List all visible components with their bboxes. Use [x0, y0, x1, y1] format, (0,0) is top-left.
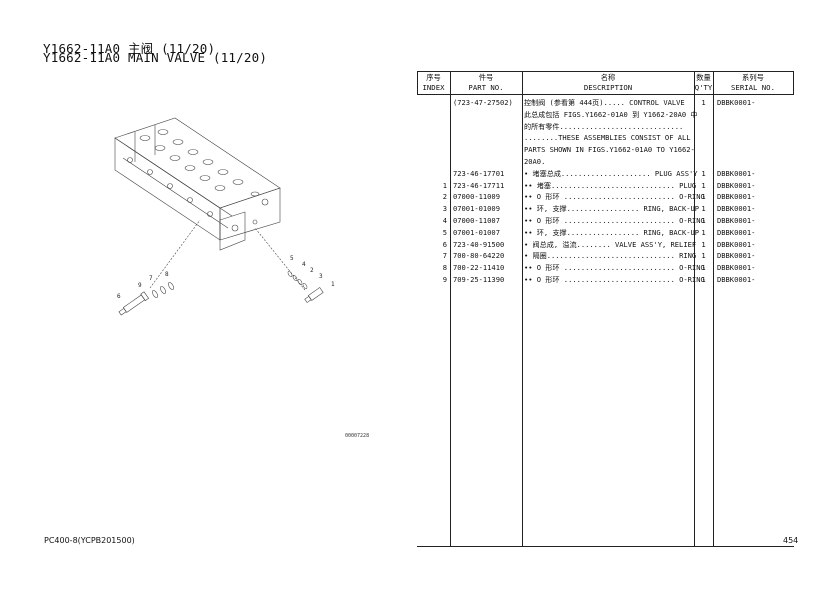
page-title-en: Y1662-11A0 MAIN VALVE (11/20): [43, 50, 268, 65]
row-index: 3: [442, 204, 447, 214]
row-description: •• 环, 支撑................. RING, BACK-UP: [524, 227, 700, 237]
row-serial: DBBK0001-: [717, 98, 756, 107]
callout-9: 9: [138, 282, 142, 289]
header-desc-en: DESCRIPTION: [583, 83, 633, 92]
row-part-number: 07000-11009: [453, 192, 500, 202]
row-quantity: 1: [701, 98, 706, 107]
row-part-number: (723-47-27502): [453, 98, 513, 107]
header-qty-en: Q'TY: [694, 83, 713, 92]
row-description: PARTS SHOWN IN FIGS.Y1662-01A0 TO Y1662-: [524, 145, 695, 155]
row-serial: DBBK0001-: [717, 180, 756, 190]
row-description: • 阀总成, 溢流........ VALVE ASS'Y, RELIEF: [524, 239, 697, 249]
header-desc-cn: 名称: [600, 73, 616, 82]
row-quantity: 1: [701, 204, 706, 214]
row-description: 20A0.: [524, 157, 546, 166]
row-part-number: 700-22-11410: [453, 263, 505, 273]
row-part-number: 723-46-17711: [453, 180, 505, 190]
header-part-cn: 件号: [478, 73, 494, 82]
row-quantity: 1: [701, 263, 706, 273]
row-part-number: 709-25-11390: [453, 275, 505, 284]
row-quantity: 1: [701, 168, 706, 178]
row-index: 7: [442, 251, 447, 261]
header-serial-en: SERIAL NO.: [731, 83, 775, 92]
row-index: 9: [442, 275, 447, 284]
row-part-number: 07001-01009: [453, 204, 500, 214]
row-quantity: 1: [701, 239, 706, 249]
row-serial: DBBK0001-: [717, 275, 756, 284]
row-index: 4: [442, 216, 447, 225]
row-description: •• O 形环 .......................... O-RIN…: [524, 275, 705, 284]
row-quantity: 1: [701, 227, 706, 237]
page-title-cn: Y1662-11A0 主阀 (11/20): [43, 41, 216, 56]
row-description: 控制阀 (参看第 444页)..... CONTROL VALVE: [524, 98, 685, 107]
row-serial: DBBK0001-: [717, 192, 756, 202]
row-index: 5: [442, 227, 447, 237]
row-serial: DBBK0001-: [717, 204, 756, 214]
header-part-en: PART NO.: [468, 83, 504, 92]
callout-7: 7: [149, 275, 153, 282]
row-index: 6: [442, 239, 447, 249]
parts-table: 序号 INDEX 件号 PART NO. 名称 DESCRIPTION 数量 Q…: [417, 71, 794, 547]
header-serial-cn: 系列号: [742, 73, 764, 82]
row-serial: DBBK0001-: [717, 227, 756, 237]
row-serial: DBBK0001-: [717, 251, 756, 261]
row-serial: DBBK0001-: [717, 263, 756, 273]
figure-code: 00007228: [345, 433, 370, 439]
row-description: •• O 形环 .......................... O-RIN…: [524, 216, 705, 225]
row-description: 此总成包括 FIGS.Y1662-01A0 到 Y1662-20A0 中: [524, 109, 698, 119]
callout-5: 5: [290, 255, 294, 262]
valve-body-front: [114, 137, 221, 241]
row-part-number: 700-80-64220: [453, 251, 505, 261]
header-qty-cn: 数量: [696, 73, 711, 82]
machine-model: PC400-8(YCPB201500): [44, 536, 135, 545]
row-quantity: 1: [701, 180, 706, 190]
callout-4: 4: [302, 261, 306, 268]
row-part-number: 723-46-17701: [453, 168, 505, 178]
row-quantity: 1: [701, 216, 706, 225]
valve-body-top: [114, 117, 281, 209]
row-description: • 隔圈.............................. RING: [524, 251, 697, 261]
row-quantity: 1: [701, 275, 706, 284]
row-description: •• O 形环 .......................... O-RIN…: [524, 263, 705, 273]
row-description: •• 堵塞............................. PLUG: [524, 180, 697, 190]
row-quantity: 1: [701, 192, 706, 202]
row-description: • 堵塞总成..................... PLUG ASS'Y: [524, 168, 698, 178]
header-index-en: INDEX: [422, 83, 445, 92]
callout-1: 1: [331, 281, 335, 288]
row-part-number: 07001-01007: [453, 227, 500, 237]
callout-3: 3: [319, 273, 323, 280]
main-valve-drawing: 1 2 3 4 5 6 7 8 9: [114, 117, 335, 316]
row-serial: DBBK0001-: [717, 168, 756, 178]
callout-6: 6: [117, 293, 121, 300]
callout-8: 8: [165, 271, 169, 278]
row-serial: DBBK0001-: [717, 216, 756, 225]
header-index-cn: 序号: [426, 73, 441, 82]
row-serial: DBBK0001-: [717, 239, 756, 249]
row-part-number: 07000-11007: [453, 216, 500, 225]
row-part-number: 723-40-91500: [453, 239, 505, 249]
row-index: 8: [442, 263, 447, 273]
row-quantity: 1: [701, 251, 706, 261]
row-index: 2: [442, 192, 447, 202]
row-description: •• O 形环 .......................... O-RIN…: [524, 192, 705, 202]
row-description: 的所有零件.............................: [524, 121, 684, 131]
row-description: •• 环, 支撑................. RING, BACK-UP: [524, 204, 700, 214]
callout-2: 2: [310, 267, 314, 274]
page-number: 454: [783, 536, 799, 545]
row-index: 1: [442, 180, 447, 190]
row-description: ........THESE ASSEMBLIES CONSIST OF ALL: [524, 133, 691, 143]
